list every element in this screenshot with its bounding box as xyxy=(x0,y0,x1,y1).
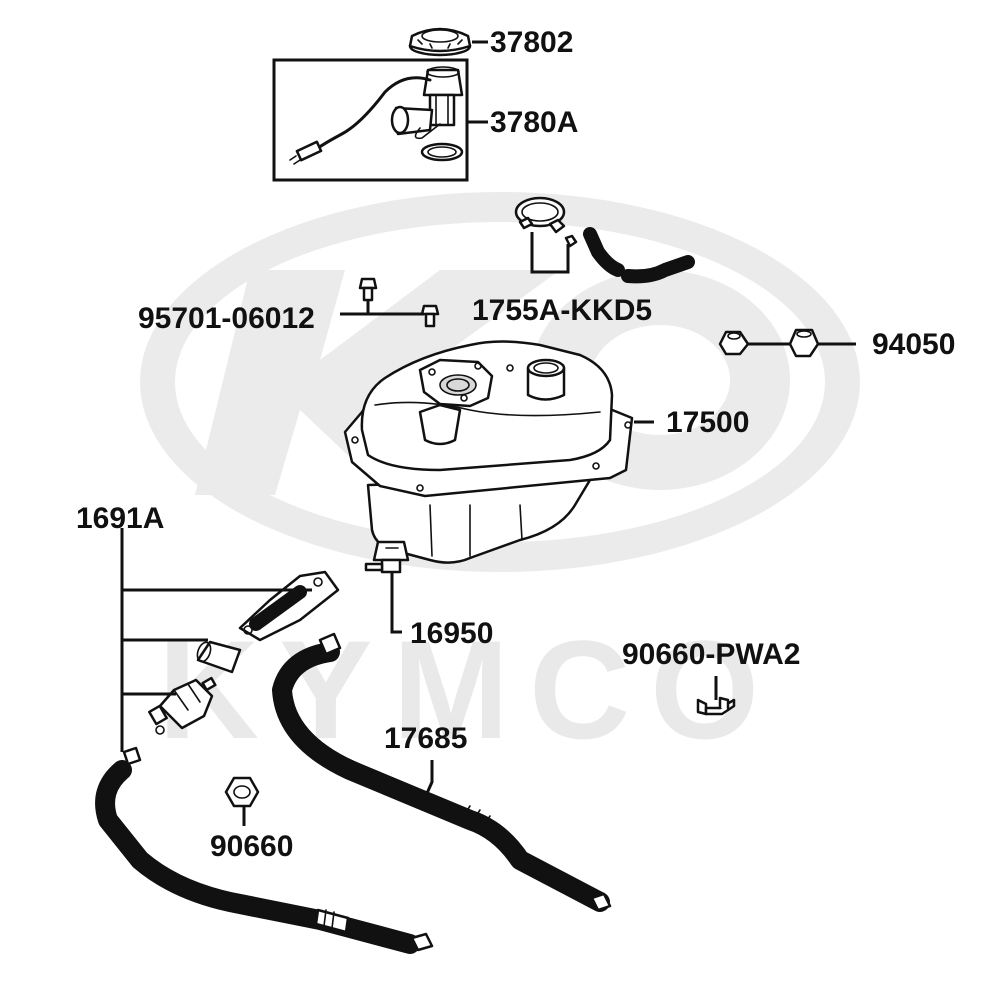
leader-1755A-KKD5 xyxy=(530,232,570,274)
part-label-95701-06012: 95701-06012 xyxy=(138,302,315,335)
part-label-1691A: 1691A xyxy=(76,502,164,535)
vent-hose-drawing xyxy=(272,632,612,912)
part-label-90660: 90660 xyxy=(210,830,293,863)
part-label-94050: 94050 xyxy=(872,328,955,361)
part-label-90660-PWA2: 90660-PWA2 xyxy=(622,638,800,671)
part-label-3780A: 3780A xyxy=(490,106,578,139)
breather-hose-set-drawing xyxy=(514,196,695,284)
part-label-17685: 17685 xyxy=(384,722,467,755)
bolt-drawing xyxy=(358,277,440,328)
hose-clip-pwa2-drawing xyxy=(696,696,736,716)
fuel-valve-drawing xyxy=(364,540,410,574)
part-label-17500: 17500 xyxy=(666,406,749,439)
fuel-pump-assembly-drawing xyxy=(272,58,469,182)
leader-16950 xyxy=(390,572,402,634)
part-label-37802: 37802 xyxy=(490,26,573,59)
nut-drawing xyxy=(718,328,820,358)
part-label-1755A-KKD5: 1755A-KKD5 xyxy=(472,294,652,327)
part-label-16950: 16950 xyxy=(410,617,493,650)
leader-1691A xyxy=(120,528,312,752)
leader-95701-06012 xyxy=(340,300,424,316)
fuel-pump-cap-ring-drawing xyxy=(408,27,472,57)
fuel-tank-drawing xyxy=(343,340,634,564)
fuel-pump-kit-box xyxy=(272,58,469,182)
fuel-hose-set-drawing xyxy=(95,570,434,954)
leader-17685 xyxy=(422,760,434,801)
hose-clip-drawing xyxy=(224,776,260,808)
